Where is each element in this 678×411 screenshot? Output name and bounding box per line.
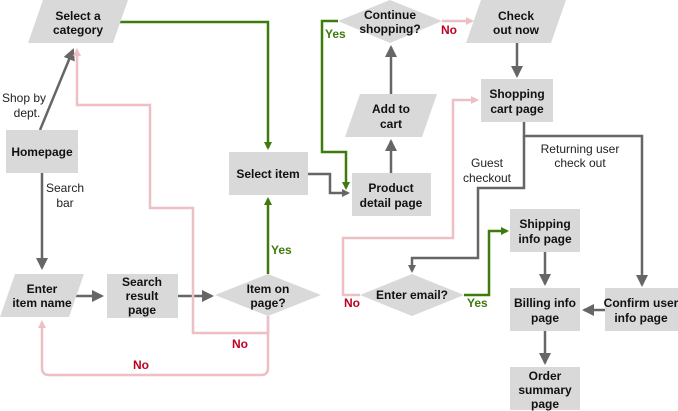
label-continue-yes: Yes: [325, 27, 346, 41]
edge-cart-to-confirm-user: [522, 122, 648, 287]
node-select-item: Select item: [229, 152, 308, 195]
edge-homepage-to-category: [38, 48, 75, 131]
edge-item-no-to-enter-item: [38, 316, 270, 377]
label-email-yes: Yes: [467, 296, 488, 310]
label-email-no: No: [344, 296, 360, 310]
label-item-no: No: [232, 337, 248, 351]
svg-text:Homepage: Homepage: [11, 145, 73, 159]
edge-item-no-to-category: [73, 48, 270, 335]
label-item-yes: Yes: [271, 243, 292, 257]
edge-email-yes-to-shipping: [464, 227, 509, 297]
node-enter-email: Enter email?: [360, 274, 464, 316]
svg-text:Enter email?: Enter email?: [376, 288, 448, 302]
label-continue-no: No: [441, 23, 457, 37]
edge-continue-yes-to-product: [320, 19, 350, 190]
edges: [36, 17, 648, 377]
label-item-no-search: No: [133, 358, 149, 372]
edge-category-to-select-item: [118, 20, 272, 150]
edge-cart-to-enter-email: [408, 136, 526, 273]
svg-text:Select item: Select item: [236, 167, 299, 181]
node-homepage: Homepage: [6, 130, 78, 173]
edge-select-item-to-product: [308, 172, 350, 197]
edge-email-no-to-cart: [341, 96, 479, 297]
